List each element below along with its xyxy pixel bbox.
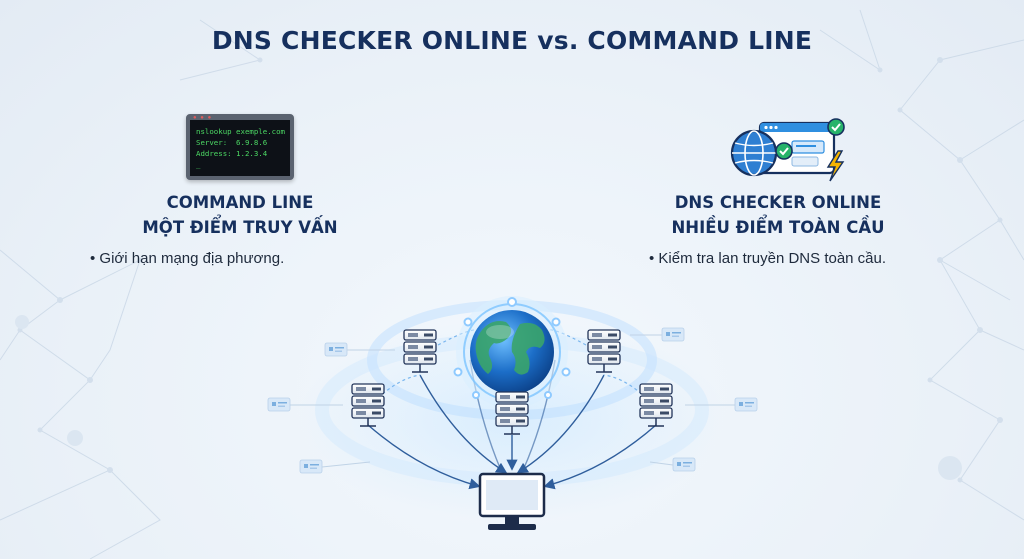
- page-title: DNS CHECKER ONLINE vs. COMMAND LINE: [211, 26, 813, 55]
- left-heading: COMMAND LINE MỘT ĐIỂM TRUY VẤN: [120, 190, 360, 240]
- terminal-line: Server: 6.9.8.6: [196, 138, 268, 147]
- left-bullet: • Giới hạn mạng địa phương.: [90, 250, 285, 267]
- terminal-line: nslookup exemple.com: [196, 127, 285, 136]
- terminal-line: Address: 1.2.3.4: [196, 149, 268, 158]
- terminal-cursor: _: [196, 160, 201, 169]
- left-heading-title: COMMAND LINE: [166, 193, 314, 212]
- right-bullet: • Kiểm tra lan truyền DNS toàn cầu.: [649, 250, 887, 267]
- right-heading-title: DNS CHECKER ONLINE: [674, 193, 882, 212]
- monitor-icon: [478, 472, 546, 530]
- globe-icon: [456, 296, 568, 408]
- terminal-icon: ● ● ● nslookup exemple.com Server: 6.9.8…: [186, 114, 294, 180]
- window-dots-icon: ● ● ●: [193, 115, 213, 121]
- left-heading-subtitle: MỘT ĐIỂM TRUY VẤN: [142, 218, 338, 237]
- right-heading: DNS CHECKER ONLINE NHIỀU ĐIỂM TOÀN CẦU: [650, 190, 906, 240]
- right-heading-subtitle: NHIỀU ĐIỂM TOÀN CẦU: [671, 218, 885, 237]
- globe-browser-icon: [730, 118, 845, 182]
